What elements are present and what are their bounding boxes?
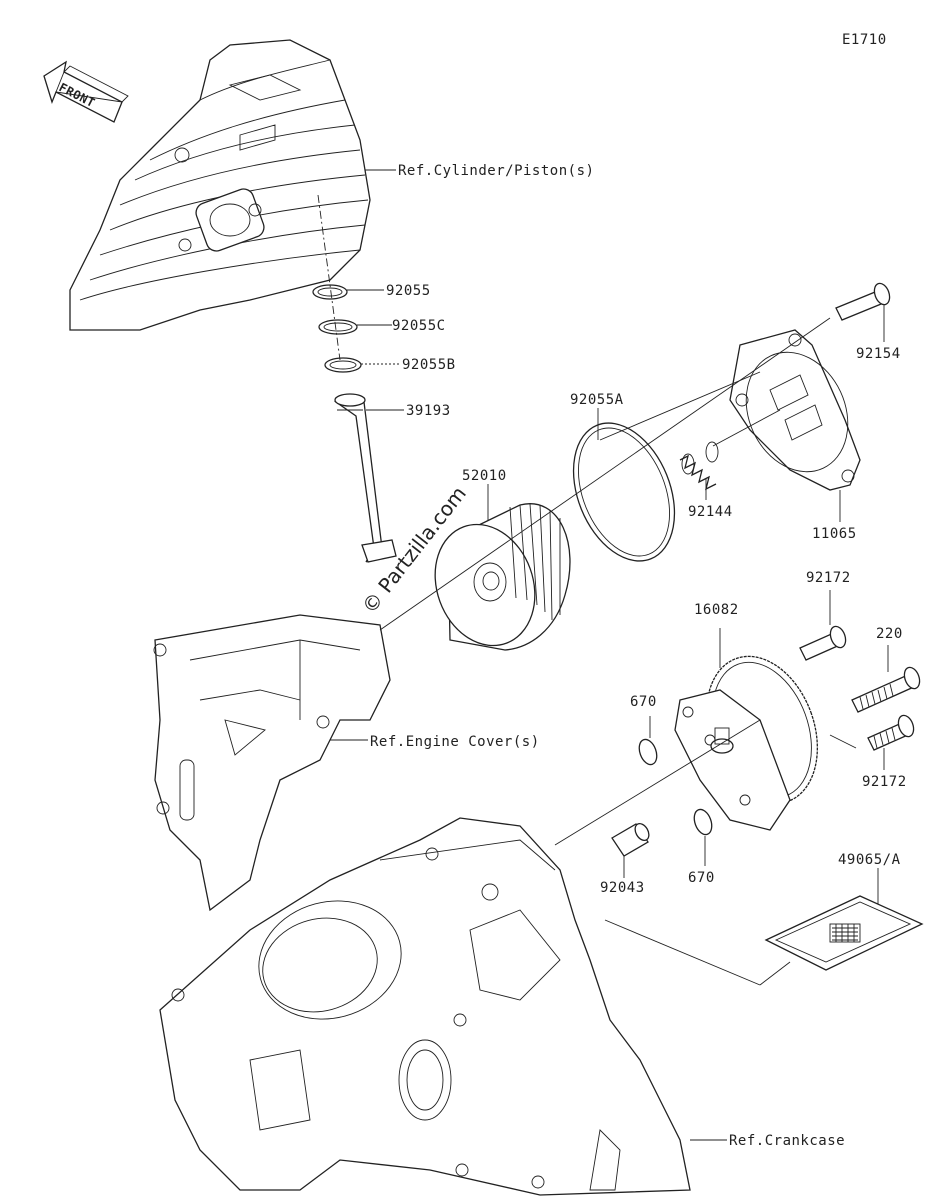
oring-670-bottom (693, 808, 713, 836)
front-arrow-icon: FRONT (43, 60, 129, 123)
part-92055B-label: 92055B (402, 357, 456, 373)
part-670-bottom-label: 670 (688, 870, 715, 886)
oil-pipe-39193 (333, 393, 397, 563)
oil-pump-16082 (674, 655, 818, 831)
cylinder-drawing (69, 39, 371, 331)
part-92144-label: 92144 (688, 504, 733, 520)
engine-cover-drawing (153, 614, 391, 912)
bolt-220 (851, 666, 921, 713)
part-11065-label: 11065 (812, 526, 857, 542)
part-92055C-label: 92055C (392, 318, 446, 334)
ref-engine-cover-label: Ref.Engine Cover(s) (370, 734, 540, 750)
part-92172-bottom-label: 92172 (862, 774, 907, 790)
ref-crankcase-label: Ref.Crankcase (729, 1133, 845, 1149)
gasket-92055 (312, 284, 348, 300)
ref-cylinder-label: Ref.Cylinder/Piston(s) (398, 163, 594, 179)
gasket-92055C (318, 319, 358, 335)
part-49065A-label: 49065/A (838, 852, 901, 868)
bolt-92172-top (799, 625, 847, 661)
part-92055-label: 92055 (386, 283, 431, 299)
bolt-92154 (835, 282, 891, 321)
part-92154-label: 92154 (856, 346, 901, 362)
part-16082-label: 16082 (694, 602, 739, 618)
oring-670-top (638, 738, 658, 766)
gasket-92055B (324, 357, 362, 373)
part-52010-label: 52010 (462, 468, 507, 484)
diagram-code: E1710 (842, 32, 887, 48)
spring-92144 (679, 441, 719, 491)
part-92055A-label: 92055A (570, 392, 624, 408)
part-92043-label: 92043 (600, 880, 645, 896)
bolt-92172-bottom (867, 714, 915, 751)
oring-92055A (572, 422, 676, 562)
dowel-pin-92043 (611, 822, 650, 857)
screen-49065A (764, 895, 924, 971)
filter-cover-11065 (729, 329, 861, 491)
part-92172-top-label: 92172 (806, 570, 851, 586)
part-220-label: 220 (876, 626, 903, 642)
oil-filter-52010 (434, 503, 571, 651)
crankcase-drawing (159, 817, 691, 1196)
part-670-top-label: 670 (630, 694, 657, 710)
part-39193-label: 39193 (406, 403, 451, 419)
